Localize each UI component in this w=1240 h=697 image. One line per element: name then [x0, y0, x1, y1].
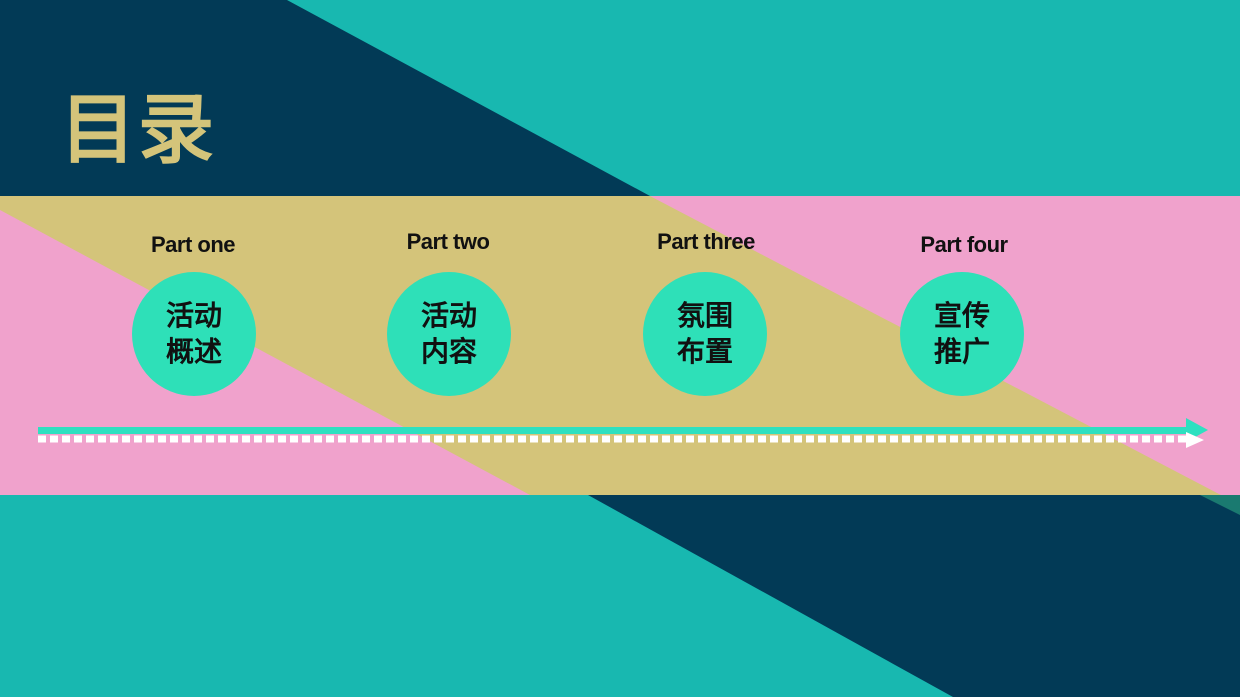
timeline-arrow	[38, 418, 1208, 448]
page-title: 目录	[60, 85, 216, 174]
part-two-circle[interactable]: 活动 内容	[387, 272, 511, 396]
part-three-label: Part three	[657, 229, 755, 254]
part-three-circle[interactable]: 氛围 布置	[643, 272, 767, 396]
dashed-arrow-head	[1186, 432, 1204, 448]
part-one-title-line2: 概述	[165, 335, 222, 368]
part-two-title-line1: 活动	[420, 299, 477, 332]
part-one-title-line1: 活动	[165, 299, 222, 332]
part-four-label: Part four	[920, 232, 1008, 257]
navy-top-triangle	[287, 0, 650, 196]
part-three-title-line1: 氛围	[676, 299, 733, 332]
part-one-label: Part one	[150, 232, 236, 257]
part-four-title-line1: 宣传	[933, 299, 990, 332]
navy-bottom-triangle	[588, 495, 953, 697]
part-two-title-line2: 内容	[420, 335, 477, 368]
navy-title-block	[0, 0, 287, 196]
part-three-title-line2: 布置	[676, 335, 733, 368]
part-one-circle[interactable]: 活动 概述	[132, 272, 256, 396]
part-four-circle[interactable]: 宣传 推广	[900, 272, 1024, 396]
navy-bottom-block	[953, 495, 1240, 697]
part-four-title-line2: 推广	[933, 335, 990, 368]
part-two-label: Part two	[406, 229, 490, 254]
corner-accent	[1200, 495, 1240, 515]
arrow-shaft	[38, 427, 1188, 434]
